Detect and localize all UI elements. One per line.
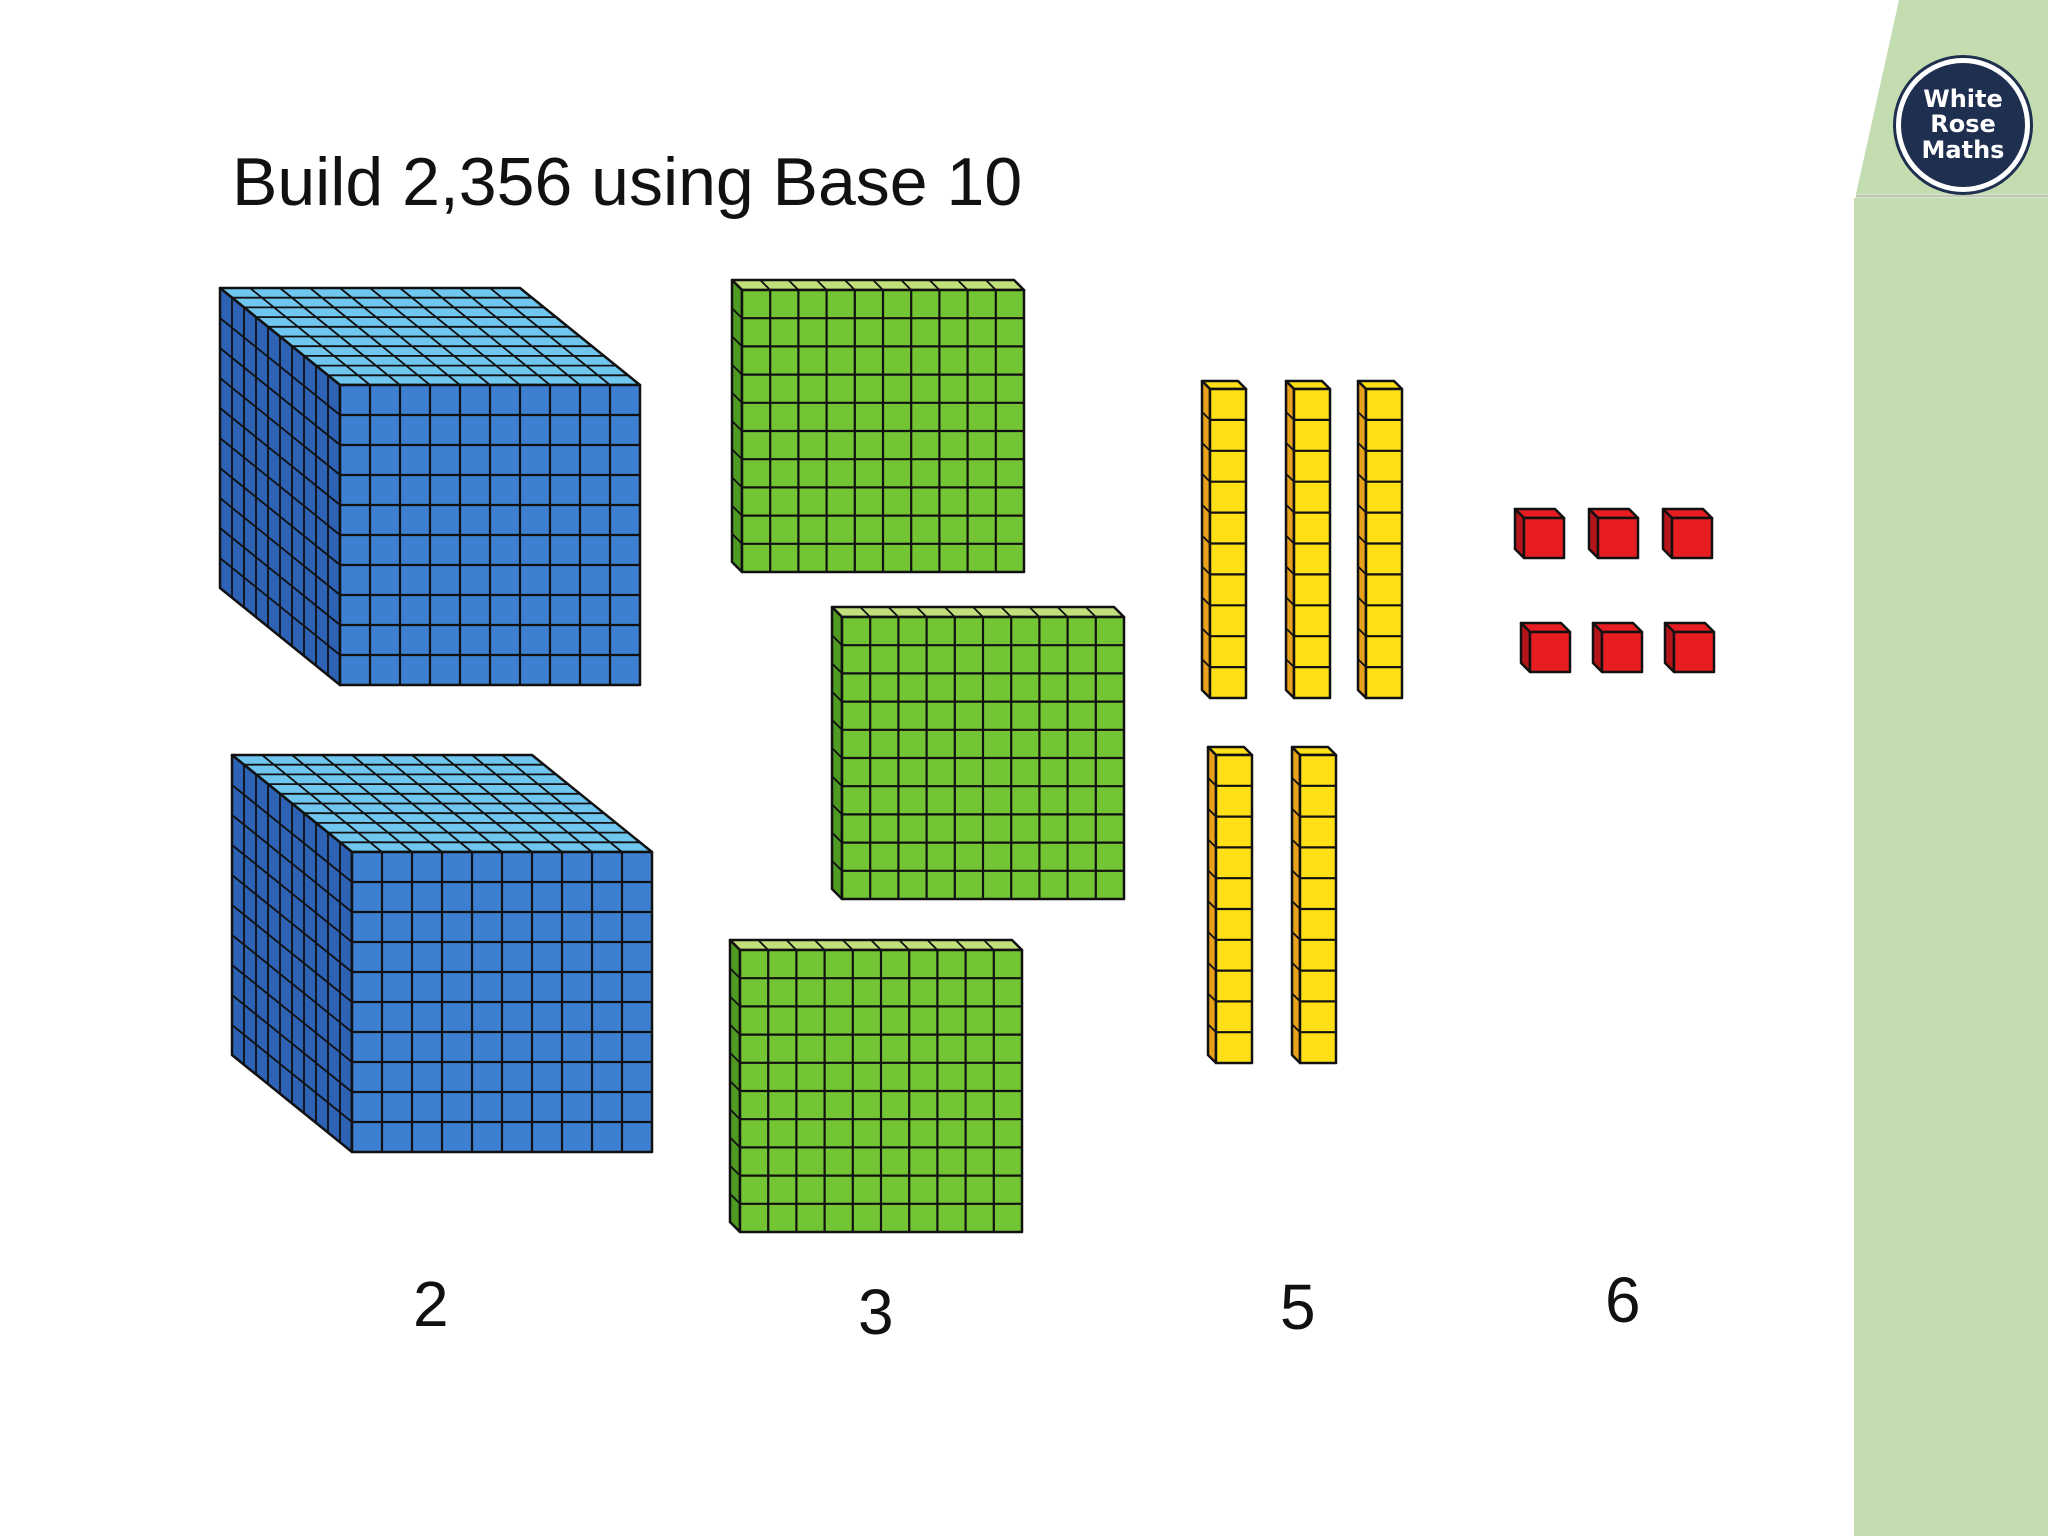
tens-rod-5 [1290,745,1338,1065]
ones-cube-4 [1519,621,1572,674]
tens-rod-3 [1356,379,1404,700]
ones-cube-2 [1587,507,1640,560]
hundreds-flat-2 [830,605,1126,901]
tens-rod-4 [1206,745,1254,1065]
tens-rod-2 [1284,379,1332,700]
logo-line-maths: Maths [1921,135,2005,164]
ones-cube-1 [1513,507,1566,560]
logo-line-rose: Rose [1930,110,1996,139]
ones-cube-5 [1591,621,1644,674]
thousands-cube-1 [218,286,642,687]
ones-cube-6 [1663,621,1716,674]
hundreds-flat-1 [730,278,1026,574]
thousands-count: 2 [413,1268,449,1340]
white-rose-maths-logo: White Rose Maths [1896,58,2030,192]
tens-count: 5 [1280,1271,1316,1343]
hundreds-flat-3 [728,938,1024,1234]
hundreds-count: 3 [858,1276,894,1348]
thousands-cube-2 [230,753,654,1154]
ones-count: 6 [1605,1264,1641,1336]
page-title: Build 2,356 using Base 10 [232,144,1023,220]
ones-cube-3 [1661,507,1714,560]
logo-line-white: White [1923,85,2003,114]
sidebar-band [1854,0,2048,1536]
tens-rod-1 [1200,379,1248,700]
